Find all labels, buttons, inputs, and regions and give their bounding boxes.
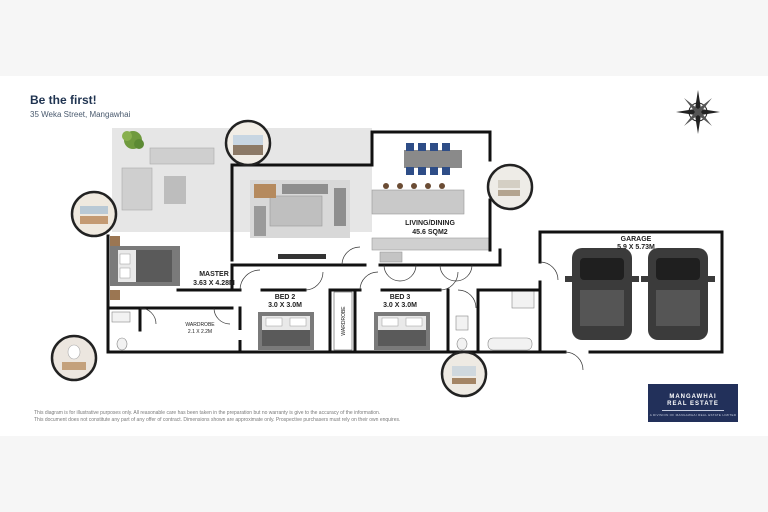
photo-thumbnail-icon[interactable]: [50, 334, 98, 382]
brand-name-line-2: REAL ESTATE: [667, 401, 719, 407]
master-name: MASTER: [199, 271, 229, 278]
living-furniture: [250, 180, 350, 259]
disclaimer-line-1: This diagram is for illustrative purpose…: [34, 410, 381, 416]
photo-thumbnail-icon[interactable]: [486, 163, 534, 211]
bed-2-size: 3.0 X 3.0M: [268, 302, 302, 309]
plant-icon: [122, 131, 144, 149]
disclaimer: This diagram is for illustrative purpose…: [34, 410, 554, 424]
master-bed: [110, 236, 180, 300]
small-wardrobe: [333, 291, 353, 351]
kitchen-island: [371, 183, 491, 263]
living-room-size: 45.6 SQM2: [412, 229, 448, 236]
disclaimer-line-2: This document does not constitute any pa…: [34, 417, 401, 423]
brand-divider: [662, 410, 724, 411]
garage-size: 5.9 X 5.73M: [617, 244, 655, 251]
brand-logo[interactable]: MANGAWHAI REAL ESTATE A DIVISION OF MANG…: [648, 384, 738, 422]
outdoor-sofa: [121, 147, 215, 211]
garage-car-right: [641, 248, 715, 340]
bed-3-size: 3.0 X 3.0M: [383, 302, 417, 309]
wardrobe-size: 2.1 X 2.2M: [188, 329, 212, 335]
master-size: 3.63 X 4.28M: [193, 280, 235, 287]
garage-name: GARAGE: [621, 236, 652, 243]
photo-thumbnail-icon[interactable]: [224, 119, 272, 167]
bed-3-name: BED 3: [390, 294, 411, 301]
wardrobe-name: WARDROBE: [185, 322, 215, 328]
page-title: Be the first!: [30, 93, 97, 107]
brand-tagline: A DIVISION OF MANGAWHAI REAL ESTATE LIMI…: [649, 413, 737, 417]
compass-rose-icon: [676, 90, 720, 134]
bed-2-name: BED 2: [275, 294, 296, 301]
living-room-name: LIVING/DINING: [405, 220, 455, 227]
door-swings: [139, 246, 584, 371]
photo-thumbnail-icon[interactable]: [440, 350, 488, 398]
photo-thumbnail-icon[interactable]: [70, 190, 118, 238]
garage-car-left: [565, 248, 639, 340]
bathroom-fixtures: [111, 289, 535, 351]
bed-2-bed: [258, 312, 314, 350]
dining-table: [404, 143, 462, 175]
small-wardrobe-label: WARDROBE: [341, 306, 347, 336]
address-subtitle: 35 Weka Street, Mangawhai: [30, 110, 131, 119]
walls: [106, 130, 724, 354]
brand-name-line-1: MANGAWHAI: [669, 394, 717, 400]
bed-3-bed: [374, 312, 430, 350]
